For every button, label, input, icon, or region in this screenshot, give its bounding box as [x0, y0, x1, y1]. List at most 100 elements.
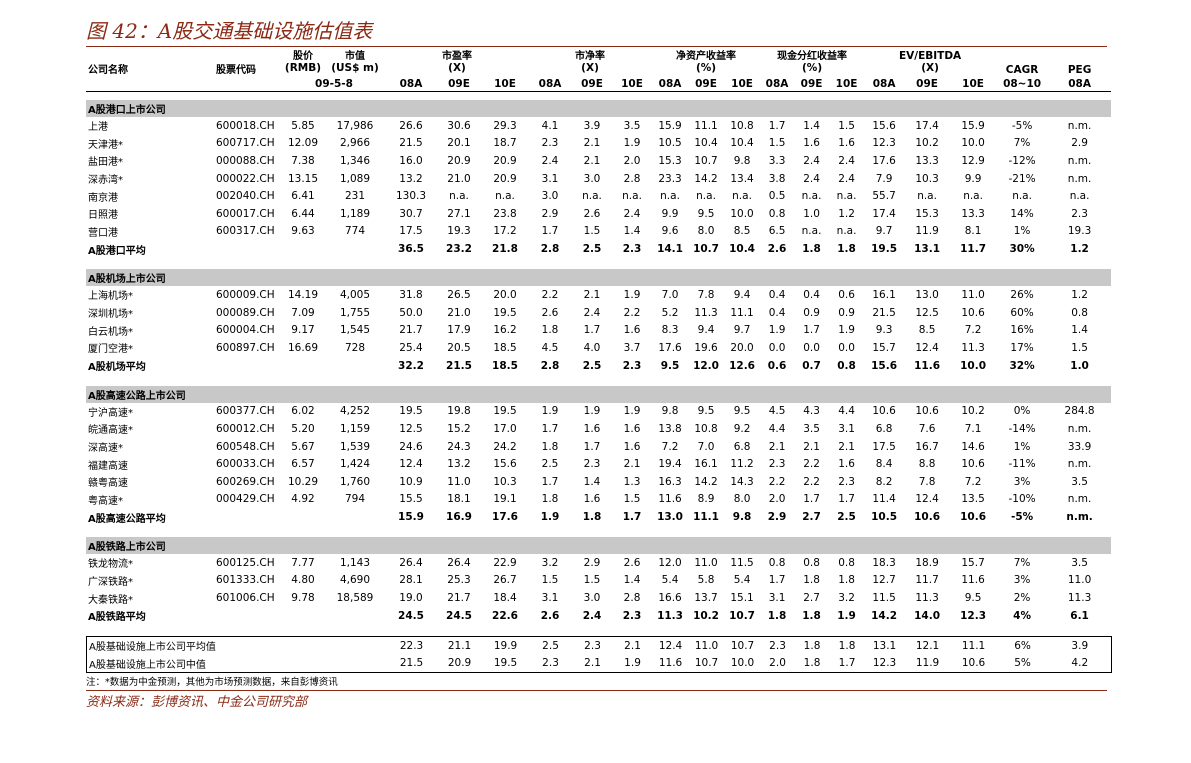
stock-code: 600033.CH	[216, 458, 275, 471]
col-mcap-unit: (US$ m)	[331, 62, 379, 74]
average-value: 13.0	[657, 511, 683, 524]
stock-code: 600004.CH	[216, 324, 275, 337]
value-cell: 1.6	[803, 137, 820, 150]
company-name: 福建高速	[88, 460, 128, 472]
summary-value: 1.8	[803, 657, 821, 670]
value-cell: 14.6	[961, 440, 985, 453]
col-pb-unit: (X)	[581, 62, 599, 74]
value-cell: 15.9	[658, 119, 682, 132]
average-label: A股港口平均	[88, 245, 146, 257]
value-cell: 21.0	[447, 172, 471, 185]
value-cell: 1.5	[623, 493, 641, 506]
value-cell: 4.92	[291, 493, 315, 506]
value-cell: 6.44	[291, 207, 315, 220]
average-value: 2.9	[767, 511, 787, 524]
year-label: 09E	[436, 76, 482, 92]
average-value: 19.5	[871, 243, 898, 256]
value-cell: 8.9	[697, 493, 715, 506]
average-value: 22.6	[492, 609, 518, 622]
average-value: 2.7	[802, 511, 821, 524]
value-cell: 26.4	[447, 556, 471, 569]
average-value: 1.8	[802, 609, 821, 622]
average-value: 1.8	[767, 609, 787, 622]
spacer-row	[86, 526, 1111, 537]
average-value: 11.6	[914, 359, 941, 372]
year-label: 10E	[612, 76, 653, 92]
value-cell: 14.19	[287, 288, 319, 301]
col-pe-unit: (X)	[448, 62, 466, 74]
value-cell: -12%	[1008, 154, 1036, 167]
company-name: 大秦铁路*	[88, 594, 133, 606]
average-value: 9.5	[660, 359, 680, 372]
company-name: 厦门空港*	[88, 344, 133, 356]
value-cell: 7.2	[661, 440, 679, 453]
value-cell: 10.0	[730, 207, 754, 220]
average-value: 14.1	[657, 243, 683, 256]
stock-code: 000089.CH	[216, 306, 275, 319]
value-cell: -14%	[1008, 422, 1036, 435]
summary-value: 11.0	[694, 639, 719, 652]
value-cell: 2.4	[803, 172, 820, 185]
value-cell: 14.3	[730, 475, 754, 488]
value-cell: 3.1	[541, 172, 559, 185]
value-cell: 15.5	[399, 493, 423, 506]
value-cell: 13.2	[399, 172, 423, 185]
peg-year: 08A	[1048, 76, 1112, 92]
value-cell: 12.09	[287, 137, 319, 150]
value-cell: 1,755	[339, 306, 371, 319]
stock-code: 600018.CH	[216, 119, 275, 132]
spacer	[86, 625, 1111, 636]
average-value: 12.3	[960, 609, 987, 622]
average-value: 10.6	[960, 511, 987, 524]
company-name: 深高速*	[88, 443, 123, 455]
value-cell: 19.4	[658, 458, 682, 471]
value-cell: 3%	[1013, 475, 1031, 488]
value-cell: 1.6	[838, 458, 855, 471]
value-cell: n.a.	[582, 190, 602, 203]
summary-value: 21.1	[447, 639, 472, 652]
summary-value: 4.2	[1071, 657, 1089, 670]
section-header: A股机场上市公司	[86, 269, 1112, 287]
value-cell: 7.0	[661, 288, 679, 301]
value-cell: 1.9	[583, 405, 601, 418]
value-cell: 1.7	[541, 422, 559, 435]
value-cell: 11.0	[961, 288, 985, 301]
value-cell: 16%	[1010, 324, 1034, 337]
average-value: 32.2	[398, 359, 424, 372]
year-label: 10E	[724, 76, 761, 92]
average-value: 2.8	[540, 243, 560, 256]
value-cell: 284.8	[1064, 405, 1095, 418]
average-value: 15.6	[871, 359, 898, 372]
value-cell: 7%	[1013, 556, 1031, 569]
average-value: 15.9	[398, 511, 424, 524]
value-cell: 3.1	[838, 422, 855, 435]
value-cell: 22.9	[493, 556, 517, 569]
average-value: 10.0	[960, 359, 987, 372]
value-cell: -11%	[1008, 458, 1036, 471]
average-value: 21.8	[492, 243, 518, 256]
value-cell: 10.29	[287, 475, 319, 488]
value-cell: 9.5	[964, 592, 982, 605]
value-cell: 13.3	[915, 154, 939, 167]
value-cell: 2.0	[623, 154, 641, 167]
value-cell: 24.3	[447, 440, 471, 453]
value-cell: 12.5	[915, 306, 939, 319]
value-cell: 24.6	[399, 440, 423, 453]
value-cell: 10.6	[961, 458, 985, 471]
value-cell: 20.5	[447, 341, 471, 354]
stock-code: 600317.CH	[216, 225, 275, 238]
value-cell: 12.9	[961, 154, 985, 167]
average-value: 6.1	[1070, 609, 1089, 622]
average-value: 24.5	[398, 609, 424, 622]
value-cell: 10.4	[694, 137, 718, 150]
value-cell: n.a.	[1069, 190, 1090, 203]
value-cell: 2.5	[541, 458, 559, 471]
col-price: 股价	[293, 51, 313, 62]
